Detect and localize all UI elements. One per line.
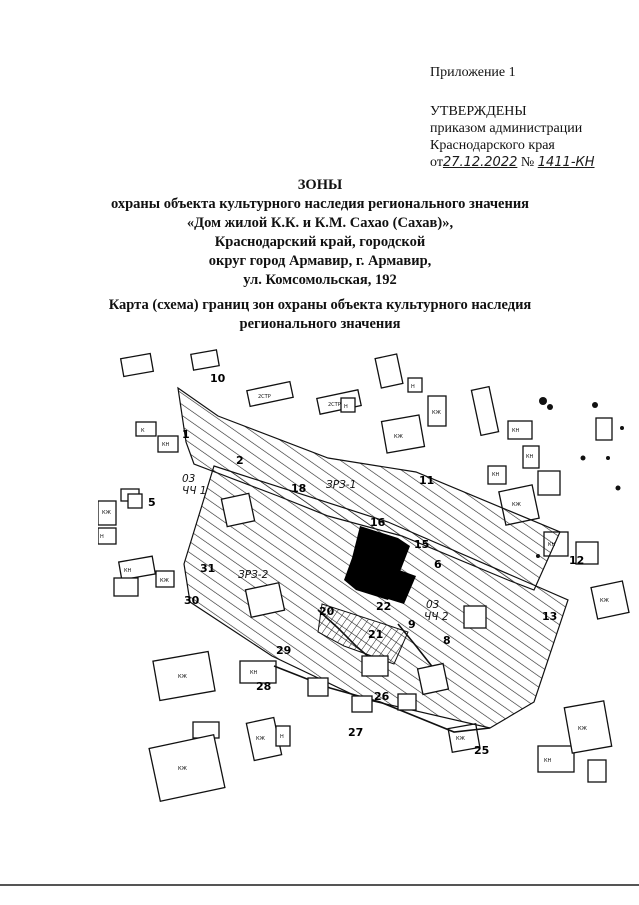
building-label: КН <box>548 542 556 548</box>
order-number: 1411-КН <box>537 155 595 170</box>
zone-sub-area <box>317 603 409 665</box>
building-label: КН <box>512 428 520 434</box>
point-15: 15 <box>414 538 429 551</box>
approved-label: УТВЕРЖДЕНЫ <box>430 104 527 119</box>
title-line-1: охраны объекта культурного наследия реги… <box>110 196 530 212</box>
inner-buildings <box>220 492 487 713</box>
point-27: 27 <box>348 726 363 739</box>
document-title: ЗОНЫ охраны объекта культурного наследия… <box>50 176 590 290</box>
building-label: КЖ <box>102 510 112 516</box>
point-8: 8 <box>443 634 451 647</box>
zone-map: 10 1 2 5 18 11 16 15 6 12 13 9 8 20 22 2… <box>98 349 630 803</box>
heritage-object-annex <box>378 566 416 604</box>
building-label: Н <box>280 734 284 740</box>
building-label: Н <box>411 384 415 390</box>
zone-label-zrz-2: ЗРЗ-2 <box>238 569 269 581</box>
point-30: 30 <box>184 594 200 607</box>
title-line-3: Краснодарский край, городской <box>214 234 426 250</box>
title-line-2: «Дом жилой К.К. и К.М. Сахао (Сахав)», <box>186 215 454 231</box>
order-date: 27.12.2022 <box>442 155 518 170</box>
number-prefix: № <box>520 155 535 170</box>
building-label: КН <box>492 472 500 478</box>
scan-noise <box>536 397 624 558</box>
zone-labels: ЗРЗ-1 ЗРЗ-2 03 ЧЧ 1 03 ЧЧ 2 <box>182 473 449 623</box>
map-caption: Карта (схема) границ зон охраны объекта … <box>30 296 610 334</box>
point-28: 28 <box>256 680 271 693</box>
building-label: КЖ <box>456 736 466 742</box>
building-label: КЖ <box>578 726 588 732</box>
point-16: 16 <box>370 516 386 529</box>
point-29: 29 <box>276 644 291 657</box>
building-label: КН <box>544 758 552 764</box>
building-label: КЖ <box>178 674 188 680</box>
point-11: 11 <box>419 474 434 487</box>
building-label: Н <box>100 534 104 540</box>
point-18: 18 <box>291 482 306 495</box>
point-5: 5 <box>148 496 156 509</box>
building-label: КЖ <box>256 736 266 742</box>
point-6: 6 <box>434 558 442 571</box>
appendix-label: Приложение 1 <box>430 65 516 80</box>
building-label: Н <box>344 404 348 410</box>
zone-label-03-1: 03 <box>182 473 195 485</box>
building-label: КЖ <box>512 502 522 508</box>
order-date-number: от27.12.2022 № 1411-КН <box>430 154 630 171</box>
point-25: 25 <box>474 744 489 757</box>
order-line: приказом администрации <box>430 121 583 136</box>
building-label: КН <box>526 454 534 460</box>
building-label: КЖ <box>178 766 188 772</box>
region-line: Краснодарского края <box>430 138 555 153</box>
point-2: 2 <box>236 454 244 467</box>
point-21: 21 <box>368 628 383 641</box>
building-label: КН <box>124 568 132 574</box>
point-10: 10 <box>210 372 226 385</box>
building-label: КЖ <box>394 434 404 440</box>
building-label: КН <box>250 670 258 676</box>
point-labels: 10 1 2 5 18 11 16 15 6 12 13 9 8 20 22 2… <box>148 372 584 757</box>
point-31: 31 <box>200 562 215 575</box>
building-label: 2СТР <box>258 394 271 400</box>
building-labels: 2СТР 2СТР Н Н К КН КЖ КЖ КН КН КН КЖ КЖ … <box>100 384 610 772</box>
point-13: 13 <box>542 610 557 623</box>
zone-label-cch-2: ЧЧ 2 <box>424 611 449 623</box>
building-label: К <box>141 428 145 434</box>
page-bottom-rule <box>0 884 639 886</box>
map-caption-line-1: Карта (схема) границ зон охраны объекта … <box>108 297 532 313</box>
building-label: КН <box>162 442 170 448</box>
title-heading: ЗОНЫ <box>297 177 343 193</box>
zone-label-zrz-1: ЗРЗ-1 <box>326 479 356 491</box>
title-line-4: округ город Армавир, г. Армавир, <box>208 253 432 269</box>
point-9: 9 <box>408 618 416 631</box>
point-26: 26 <box>374 690 390 703</box>
building-label: 2СТР <box>328 402 341 408</box>
building-label: КЖ <box>600 598 610 604</box>
building-label: КЖ <box>160 578 170 584</box>
zone-label-03-2: 03 <box>426 599 439 611</box>
point-12: 12 <box>569 554 584 567</box>
surrounding-buildings <box>98 349 630 803</box>
map-caption-line-2: регионального значения <box>239 316 401 332</box>
point-20: 20 <box>319 605 335 618</box>
date-prefix: от <box>430 155 443 170</box>
point-1: 1 <box>182 428 190 441</box>
building-label: КЖ <box>432 410 442 416</box>
title-line-5: ул. Комсомольская, 192 <box>243 272 397 288</box>
zone-label-cch-1: ЧЧ 1 <box>182 485 206 497</box>
point-22: 22 <box>376 600 391 613</box>
approval-block: Приложение 1 УТВЕРЖДЕНЫ приказом админис… <box>430 64 630 171</box>
